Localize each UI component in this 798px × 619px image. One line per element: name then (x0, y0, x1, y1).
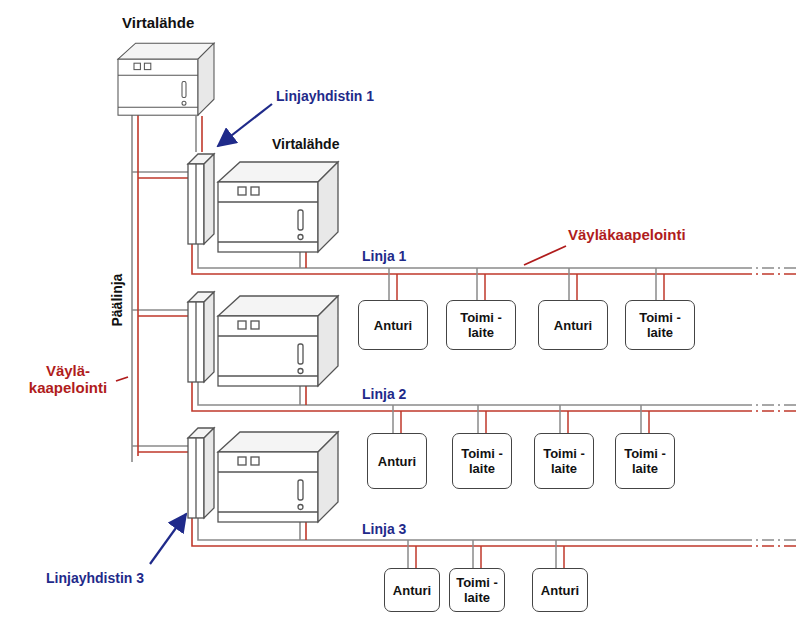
line-coupler (188, 428, 214, 518)
device-box: Toimi -laite (452, 433, 512, 489)
line-label: Linja 1 (362, 248, 406, 264)
device-label: Toimi -laite (450, 310, 512, 340)
pointer-arrow (150, 514, 186, 564)
device-box: Toimi -laite (534, 433, 594, 489)
power-supply (218, 296, 338, 386)
coupler-label: Linjayhdistin 1 (276, 88, 374, 104)
device-label: Toimi -laite (629, 310, 691, 340)
device-label: Anturi (374, 318, 412, 333)
device-box: Toimi -laite (625, 300, 695, 350)
device-label: Anturi (378, 454, 416, 469)
device-box: Anturi (358, 300, 428, 350)
device-label: Anturi (393, 583, 431, 598)
device-box: Anturi (367, 433, 427, 489)
device-box: Anturi (384, 568, 440, 612)
leader-line (524, 246, 566, 265)
power-supply (218, 432, 338, 522)
device-label: Anturi (554, 318, 592, 333)
main-line-label: Päälinja (109, 268, 125, 332)
power-supply (218, 162, 338, 252)
power-supply-label: Virtalähde (272, 136, 339, 152)
bus-cabling-label: Väyläkaapelointi (568, 226, 686, 243)
device-drops (389, 268, 664, 568)
coupler-label: Linjayhdistin 3 (46, 570, 144, 586)
pointer-arrow (218, 104, 272, 146)
device-box: Anturi (538, 300, 608, 350)
device-label: Toimi -laite (619, 446, 671, 476)
device-label: Anturi (541, 583, 579, 598)
device-label: Toimi -laite (453, 575, 501, 605)
bus-cabling-label: Väylä- kaapelointi (20, 362, 116, 397)
line-label: Linja 3 (362, 521, 406, 537)
device-box: Toimi -laite (615, 433, 675, 489)
device-box: Toimi -laite (446, 300, 516, 350)
device-box: Anturi (532, 568, 588, 612)
device-box: Toimi -laite (449, 568, 505, 612)
line-bus-wires (192, 244, 798, 546)
power-supply (118, 43, 214, 115)
line-coupler (188, 292, 214, 382)
device-label: Toimi -laite (456, 446, 508, 476)
device-label: Toimi -laite (538, 446, 590, 476)
leader-line (116, 377, 128, 381)
power-supply-label: Virtalähde (122, 14, 194, 31)
line-label: Linja 2 (362, 386, 406, 402)
line-coupler (188, 154, 214, 244)
